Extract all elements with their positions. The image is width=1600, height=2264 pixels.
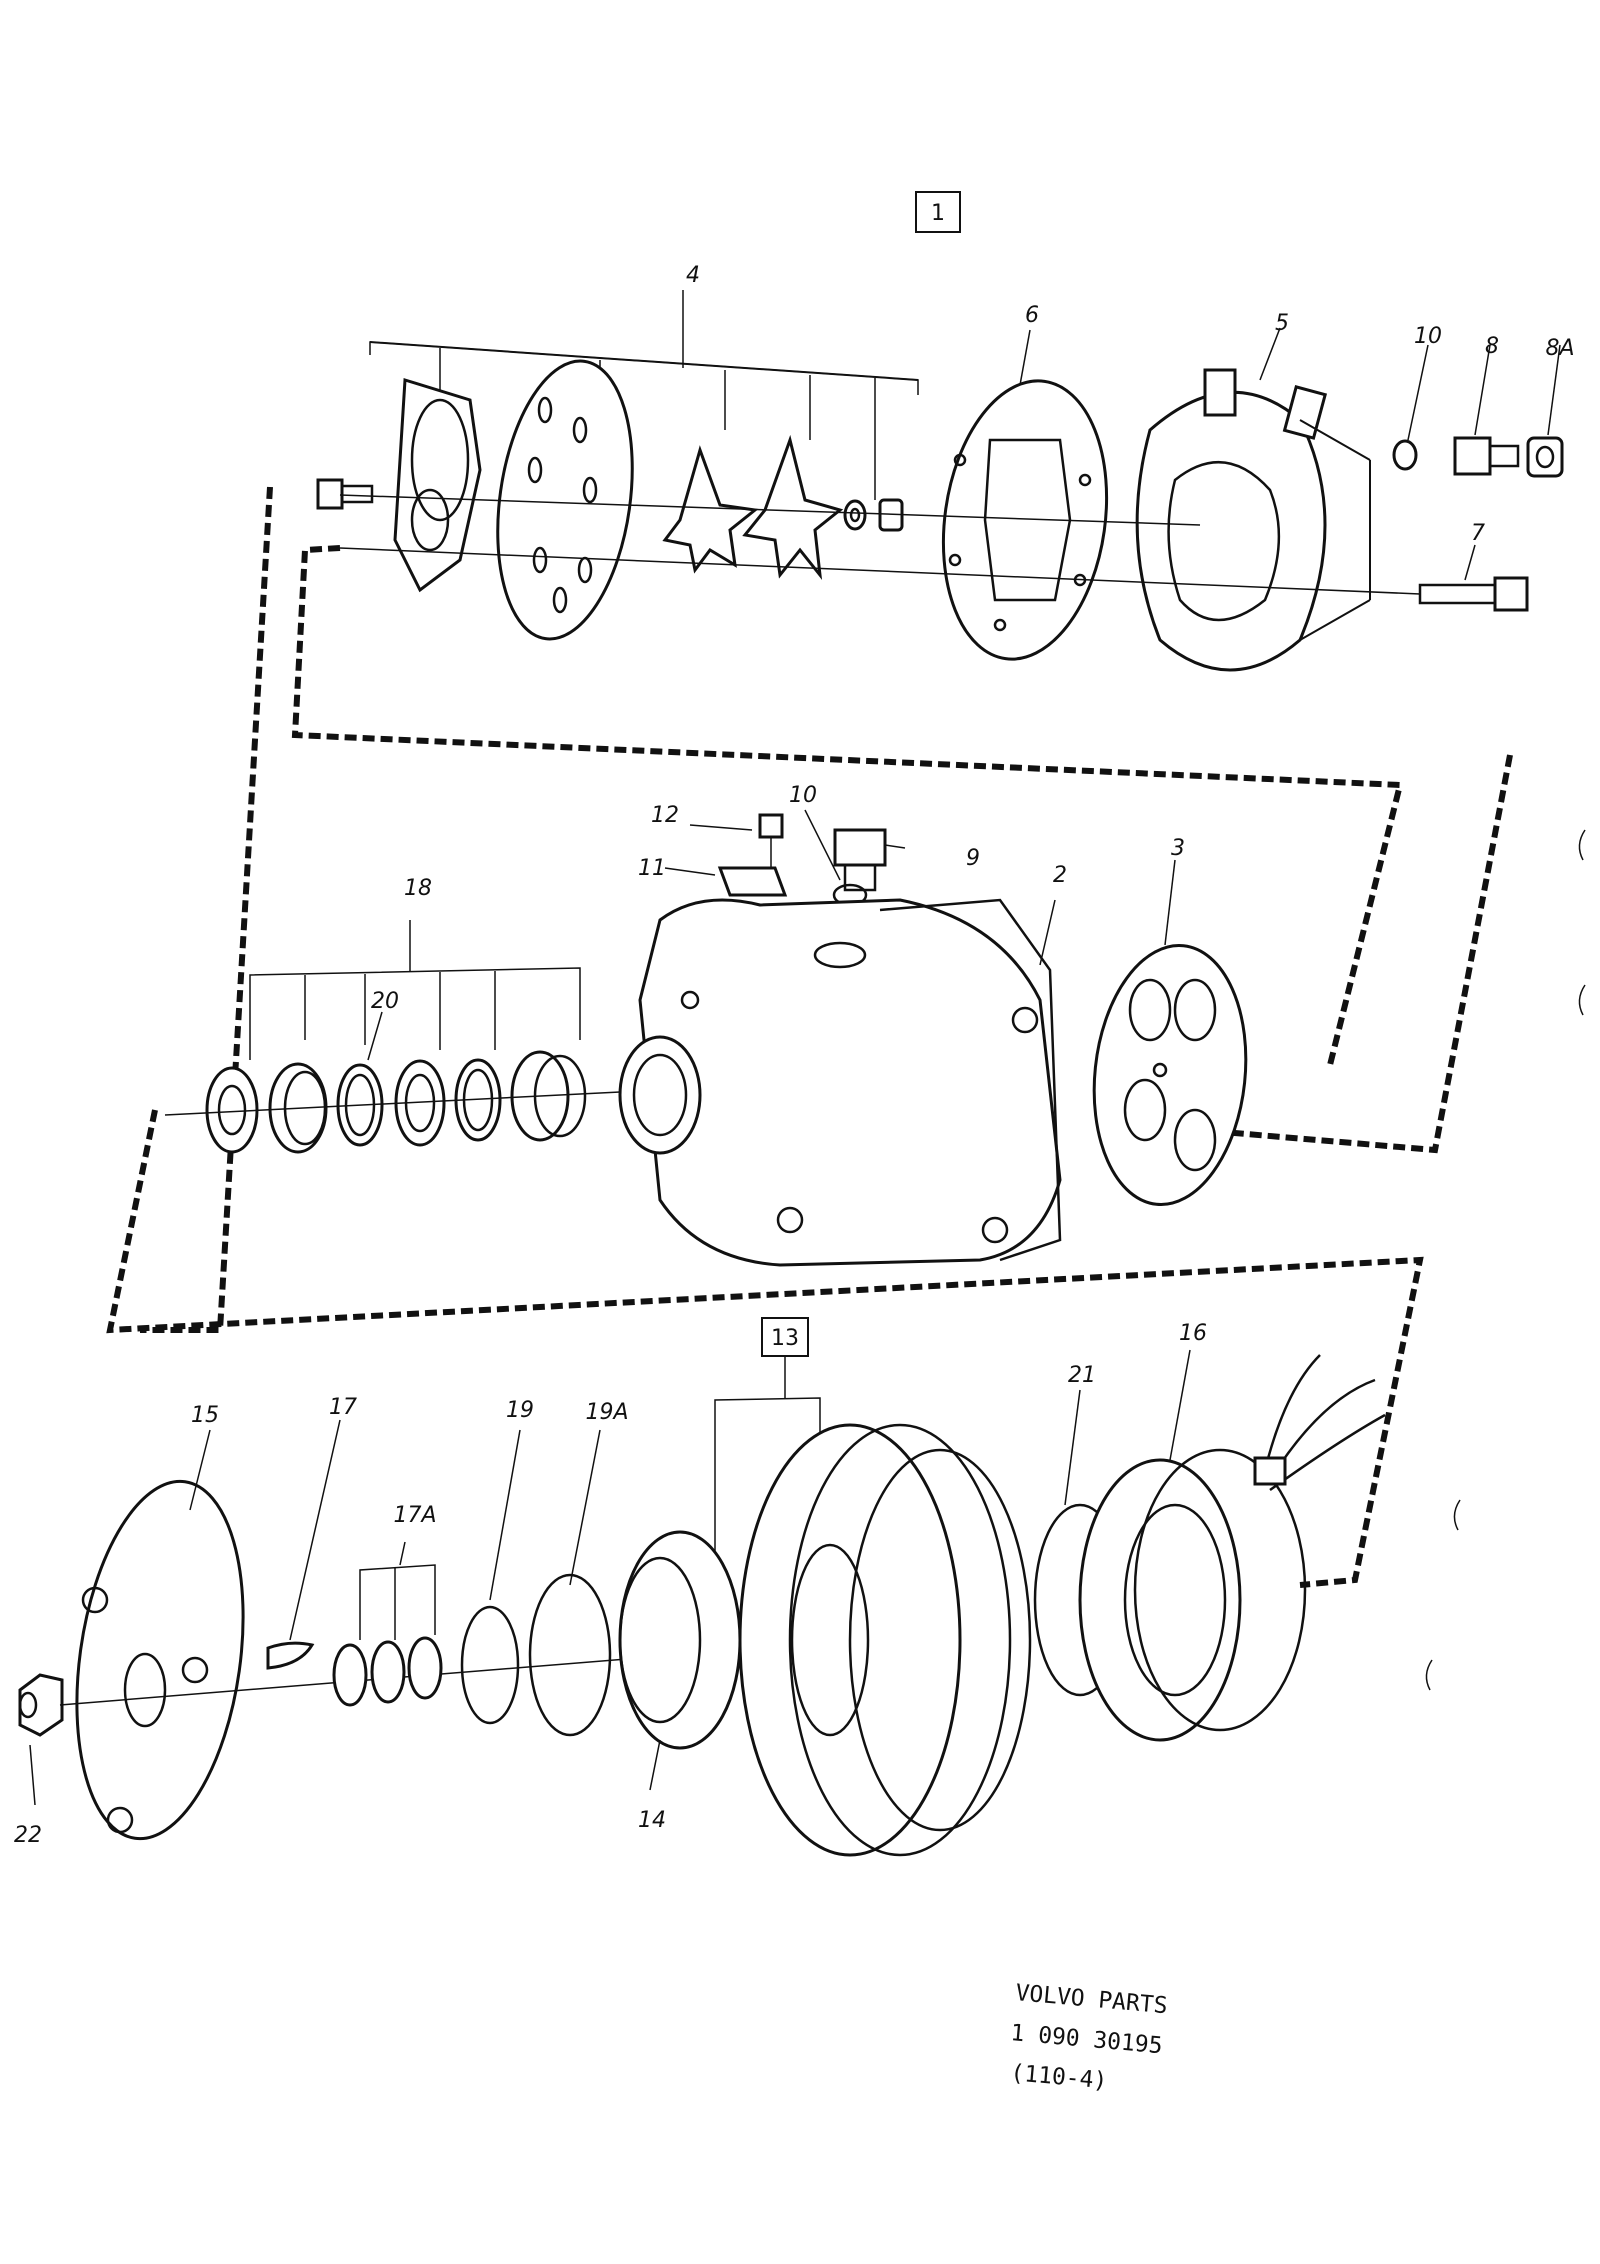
shim-2 [370, 1640, 406, 1704]
cylinder-head-part-5 [1135, 368, 1371, 672]
label-part-11: 11 [638, 856, 666, 881]
label-part-3: 3 [1171, 836, 1185, 861]
label-part-9: 9 [966, 846, 980, 871]
axis-line-top-1 [339, 494, 1201, 526]
reed-valve-plate [393, 378, 482, 593]
label-part-20: 20 [371, 989, 399, 1014]
label-part-16: 16 [1179, 1321, 1207, 1346]
screw-part-12 [758, 813, 784, 880]
label-part-6: 6 [1025, 303, 1039, 328]
label-part-8: 8 [1485, 334, 1499, 359]
washer-part-10-top [1392, 439, 1418, 471]
label-part-21: 21 [1068, 1363, 1096, 1388]
group-box-1: 1 [915, 191, 961, 233]
label-part-19a: 19A [585, 1400, 628, 1425]
nut-part-22 [18, 1673, 64, 1737]
label-part-4: 4 [686, 263, 700, 288]
cap-part-8a [1526, 436, 1564, 478]
gasket-part-3 [1092, 943, 1248, 1207]
pulley-double-groove [738, 1423, 1032, 1857]
plug-part-9 [833, 828, 887, 892]
small-washer [843, 499, 867, 531]
label-part-19: 19 [506, 1398, 534, 1423]
dashed-connector-lower [106, 1109, 1424, 1588]
label-part-12: 12 [651, 803, 679, 828]
label-part-15: 15 [191, 1403, 219, 1428]
clutch-hub-part-15 [75, 1479, 245, 1841]
label-part-10-mid: 10 [789, 783, 817, 808]
bracket-part-18 [249, 920, 581, 1060]
label-part-22: 22 [14, 1823, 42, 1848]
label-part-7: 7 [1471, 521, 1485, 546]
label-part-17: 17 [329, 1395, 357, 1420]
reed-star-1 [662, 445, 759, 574]
label-part-14: 14 [638, 1808, 666, 1833]
label-part-17a: 17A [393, 1503, 436, 1528]
valve-plate-disc [496, 359, 634, 641]
dashed-connector-mid [291, 545, 1404, 1066]
dashed-connector-right [1139, 754, 1513, 1154]
shim-1 [332, 1643, 368, 1707]
group-box-1-label: 1 [931, 201, 945, 226]
bolt-small [316, 478, 374, 510]
dashed-connector-left-outer [140, 486, 273, 1333]
axis-line-top-2 [339, 547, 1421, 595]
bracket-part-17a [359, 1541, 436, 1640]
footer-stamp: VOLVO PARTS 1 090 30195 (110-4) [1009, 1980, 1168, 2094]
snap-ring-part-19 [460, 1605, 520, 1725]
coil-part-16 [1078, 1354, 1386, 1742]
snap-ring-part-19a [528, 1573, 612, 1737]
label-part-8a: 8A [1545, 336, 1574, 361]
key-part-17 [266, 1641, 315, 1670]
bearing-part-14 [618, 1530, 742, 1750]
footer-part-number: 1 090 30195 [1009, 2020, 1163, 2059]
group-box-13-label: 13 [771, 1326, 799, 1351]
part-labels: 4 6 5 10 8 8A 7 12 10 9 11 2 3 18 20 15 … [14, 263, 1575, 1848]
compressor-housing-part-2 [618, 898, 1062, 1267]
label-part-5: 5 [1275, 311, 1289, 336]
group-box-13: 13 [714, 1317, 821, 1560]
margin-marks [1425, 829, 1586, 1691]
footer-brand: VOLVO PARTS [1014, 1980, 1168, 2019]
seal-ring-1 [205, 1066, 259, 1154]
label-part-18: 18 [404, 876, 432, 901]
bolt-part-7 [1418, 576, 1529, 612]
footer-ref: (110-4) [1009, 2060, 1108, 2094]
reed-star-2 [742, 434, 844, 580]
label-part-2: 2 [1053, 863, 1067, 888]
shim-3 [407, 1636, 443, 1700]
gasket-part-6 [941, 379, 1109, 661]
label-part-10-top: 10 [1414, 324, 1442, 349]
bracket-part-11 [717, 866, 788, 897]
valve-part-8 [1453, 436, 1520, 476]
axis-line-middle [164, 1091, 621, 1116]
